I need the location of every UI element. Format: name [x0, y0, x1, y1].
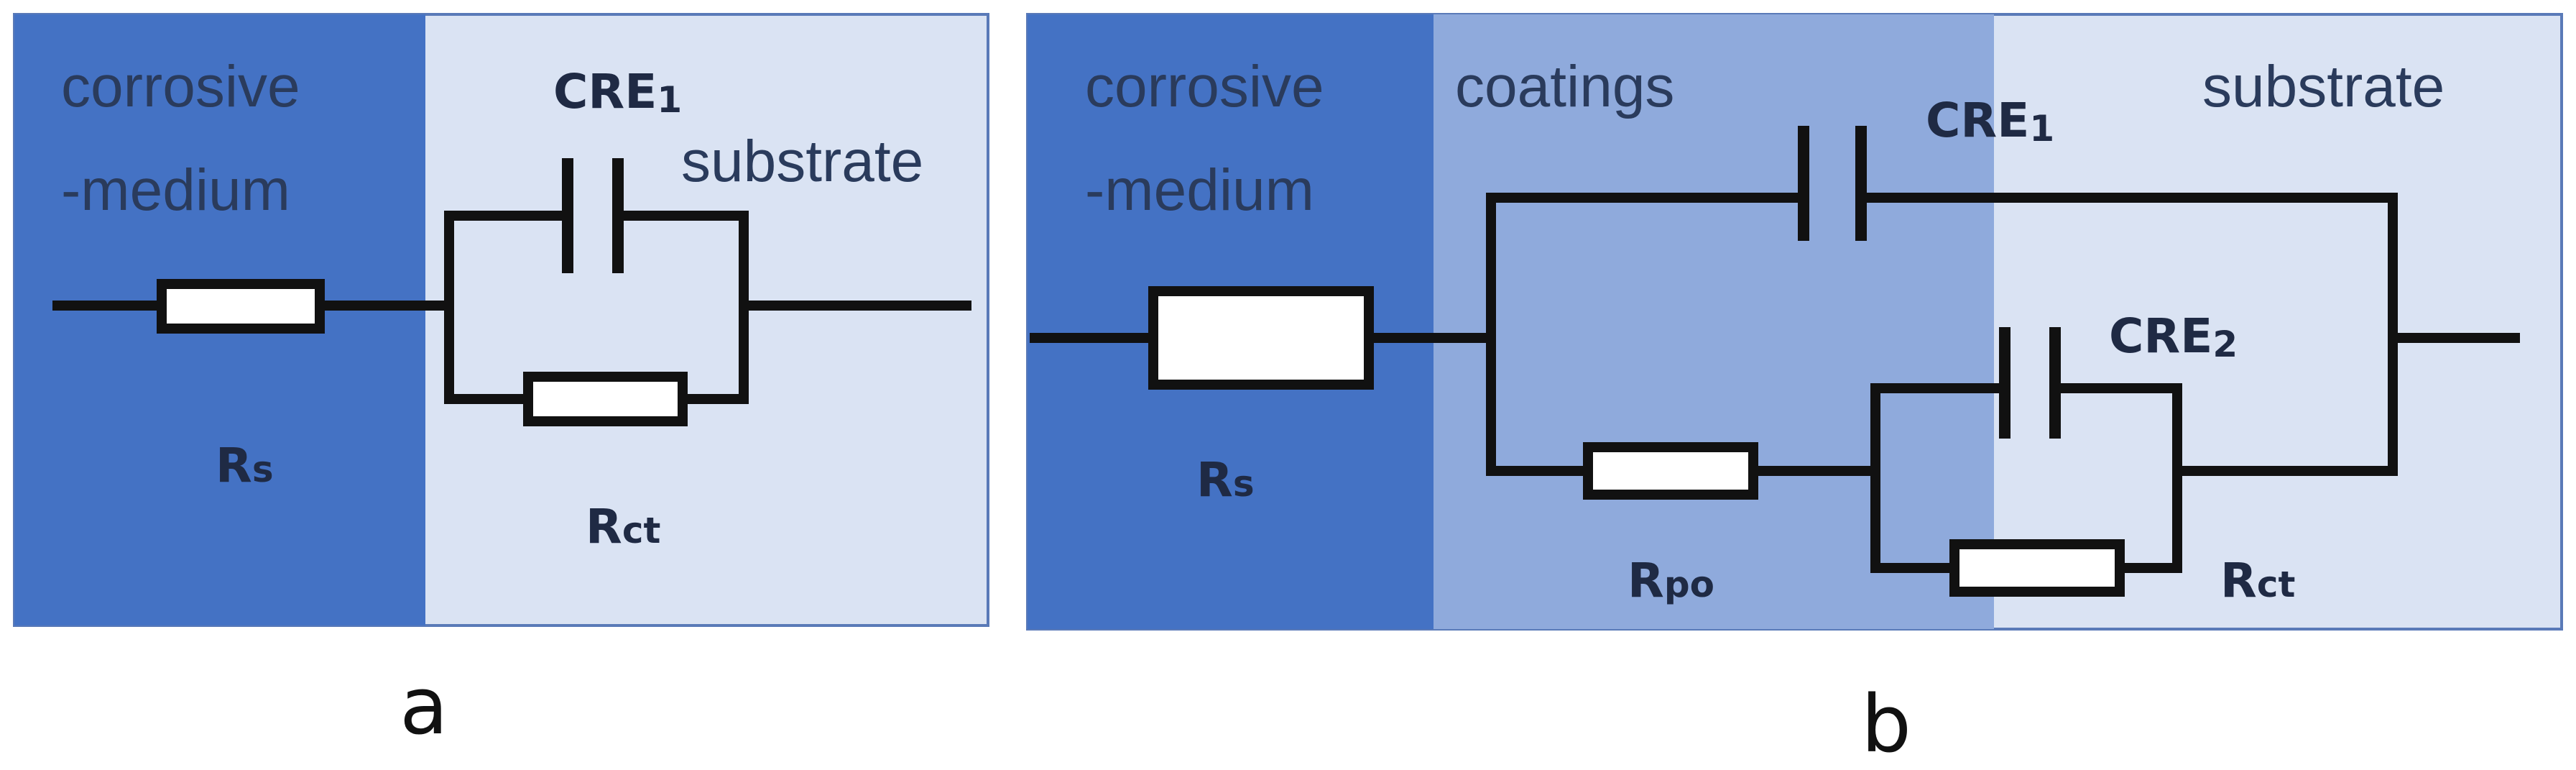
- panel-b-medium-label-line1: corrosive: [1085, 54, 1324, 119]
- panel-b-medium-label-line2: -medium: [1085, 157, 1314, 223]
- panel-b-cre2-capacitor: [1999, 327, 2061, 439]
- panel-a-medium-label-line2: -medium: [61, 157, 290, 223]
- panel-b-label: b: [1861, 678, 1911, 770]
- panel-b-rpo-resistor: [1583, 442, 1758, 500]
- panel-a-wires: [52, 211, 971, 404]
- panel-b-rct-resistor: [1949, 539, 2125, 597]
- panel-b-cre1-capacitor: [1798, 126, 1867, 241]
- panel-b-wires: [1030, 193, 2520, 573]
- panel-b-rs-resistor: [1148, 286, 1374, 390]
- panel-a-cre1-capacitor: [562, 158, 624, 273]
- panel-a-label: a: [400, 660, 448, 752]
- panel-a-rct-resistor: [523, 372, 688, 426]
- panel-b-coatings-label: coatings: [1455, 54, 1674, 119]
- panel-a-rs-label: Rs: [216, 438, 274, 493]
- panel-a-rct-label: Rct: [586, 499, 660, 554]
- panel-a-medium-label-line1: corrosive: [61, 54, 300, 119]
- panel-a-cre1-label: CRE1: [553, 64, 682, 121]
- panel-b-substrate-label: substrate: [2202, 54, 2445, 119]
- panel-b-rct-label: Rct: [2220, 553, 2295, 608]
- panel-b-rs-label: Rs: [1196, 452, 1255, 508]
- panel-b-rpo-label: Rpo: [1628, 553, 1714, 608]
- panel-a-substrate-label: substrate: [681, 129, 923, 194]
- panel-a: corrosive -medium substrate Rs CRE1: [13, 13, 989, 752]
- panel-b-cre2-label: CRE2: [2109, 308, 2238, 365]
- panel-b: corrosive -medium coatings substrate: [1026, 13, 2563, 770]
- panel-b-cre1-label: CRE1: [1926, 93, 2054, 150]
- panel-a-rs-resistor: [157, 279, 325, 334]
